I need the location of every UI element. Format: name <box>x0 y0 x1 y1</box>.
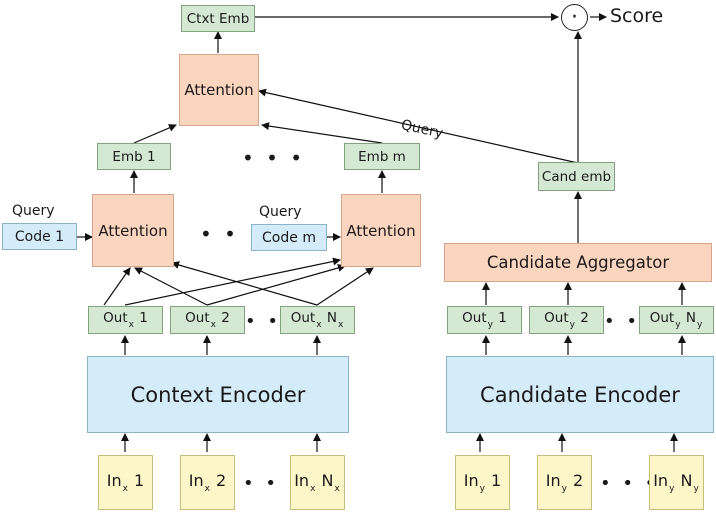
arrow-emb1-to-top-attention <box>133 124 177 144</box>
out-y-n-box: Outy Ny <box>639 306 714 334</box>
arrow-out1-to-attention1 <box>103 267 131 306</box>
out-y-n-label: Outy Ny <box>649 310 703 330</box>
ctxt-emb-box: Ctxt Emb <box>181 5 255 32</box>
in-y-2-label: Iny 2 <box>545 471 584 494</box>
in-x-1-label: Inx 1 <box>106 471 145 494</box>
out-x-1-box: Outx 1 <box>88 306 163 334</box>
arrow-out1-to-attentionm <box>124 257 341 306</box>
cand-emb-box: Cand emb <box>538 162 615 191</box>
context-encoder-label: Context Encoder <box>130 382 306 407</box>
out-x-n-box: Outx Nx <box>280 306 355 334</box>
attention-1-box: Attention <box>92 194 174 267</box>
in-x-2-box: Inx 2 <box>180 455 235 510</box>
context-encoder-box: Context Encoder <box>87 356 349 433</box>
top-attention-box: Attention <box>179 54 259 126</box>
arrow-outn-to-attention1 <box>171 261 318 306</box>
ctxt-emb-label: Ctxt Emb <box>186 10 250 27</box>
emb-m-box: Emb m <box>344 143 420 170</box>
arrow-out2-to-attentionm <box>206 264 346 306</box>
candidate-aggregator-label: Candidate Aggregator <box>486 253 670 272</box>
in-x-ellipsis: • • • <box>243 473 302 494</box>
in-y-1-box: Iny 1 <box>455 455 510 510</box>
dot-product-symbol: · <box>571 4 578 30</box>
candidate-aggregator-box: Candidate Aggregator <box>444 243 712 282</box>
out-y-1-label: Outy 1 <box>462 310 507 330</box>
code-m-box: Code m <box>251 224 327 251</box>
arrow-embm-to-top-attention <box>261 122 383 144</box>
candidate-encoder-box: Candidate Encoder <box>446 356 714 433</box>
emb-1-label: Emb 1 <box>112 148 156 165</box>
in-y-n-label: Iny Ny <box>653 471 699 494</box>
emb-m-label: Emb m <box>358 148 406 165</box>
in-y-1-label: Iny 1 <box>463 471 502 494</box>
in-y-n-box: Iny Ny <box>649 455 704 510</box>
in-x-n-box: Inx Nx <box>290 455 345 510</box>
in-y-2-box: Iny 2 <box>537 455 592 510</box>
in-x-1-box: Inx 1 <box>98 455 153 510</box>
in-y-ellipsis: • • • <box>600 473 659 494</box>
out-x-1-label: Outx 1 <box>103 310 148 330</box>
dot-product-circle: · <box>561 4 588 31</box>
attention-ellipsis: • • • <box>200 222 264 246</box>
query-m-label: Query <box>259 204 302 220</box>
top-attention-label: Attention <box>184 81 254 99</box>
cand-emb-label: Cand emb <box>541 168 612 185</box>
out-y-1-box: Outy 1 <box>447 306 522 334</box>
attention-m-box: Attention <box>341 194 421 267</box>
emb-ellipsis: • • • <box>242 146 306 170</box>
score-label: Score <box>610 5 664 27</box>
arrow-query-cand-to-top-attention <box>258 88 579 164</box>
query-1-label: Query <box>12 203 55 219</box>
out-x-2-label: Outx 2 <box>185 310 230 330</box>
candidate-encoder-label: Candidate Encoder <box>480 382 680 407</box>
in-x-n-label: Inx Nx <box>294 471 340 494</box>
in-x-2-label: Inx 2 <box>188 471 227 494</box>
out-x-2-box: Outx 2 <box>170 306 245 334</box>
arrow-outn-to-attentionm <box>316 267 374 306</box>
code-m-label: Code m <box>262 229 316 246</box>
emb-1-box: Emb 1 <box>97 143 171 170</box>
out-x-n-label: Outx Nx <box>290 310 344 330</box>
attention-1-label: Attention <box>98 221 168 240</box>
attention-m-label: Attention <box>346 221 416 240</box>
arrow-out2-to-attention1 <box>134 267 208 306</box>
out-y-2-box: Outy 2 <box>529 306 604 334</box>
out-y-2-label: Outy 2 <box>544 310 589 330</box>
code-1-box: Code 1 <box>2 223 77 250</box>
code-1-label: Code 1 <box>14 228 65 245</box>
